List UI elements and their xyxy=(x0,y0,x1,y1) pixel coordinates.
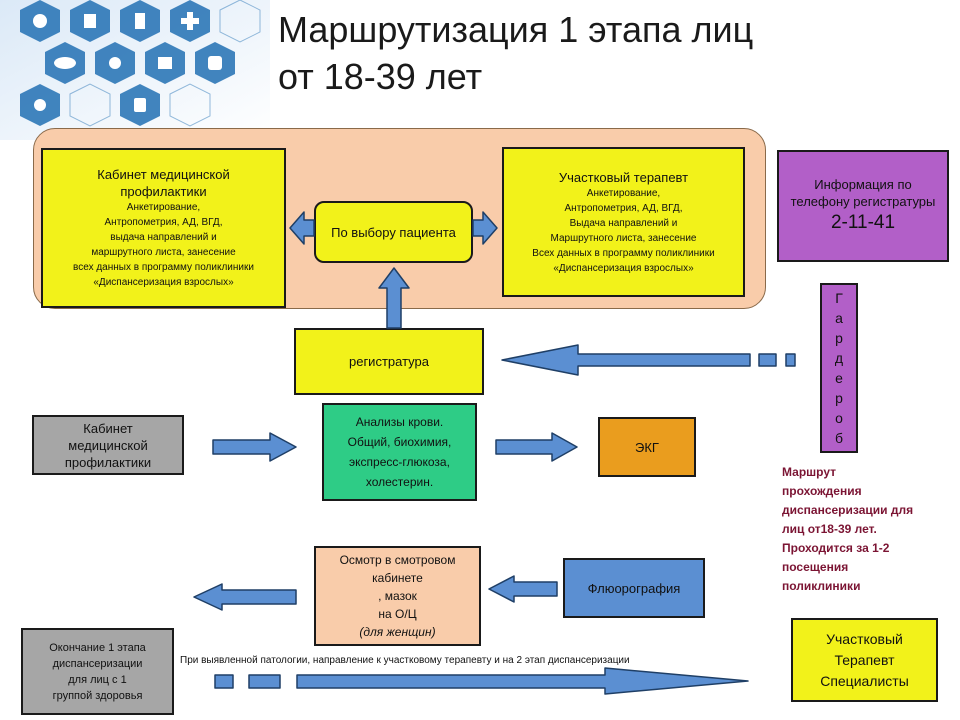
title-line-2: от 18-39 лет xyxy=(278,56,483,97)
stage-end-box: Окончание 1 этапа диспансеризации для ли… xyxy=(21,628,174,715)
examination-room-box: Осмотр в смотровом кабинете , мазок на О… xyxy=(314,546,481,646)
arrow-choice-to-cabinet xyxy=(289,211,315,245)
cabinet-top-title: Кабинет медицинской профилактики xyxy=(97,167,230,199)
arrow-registry-to-choice xyxy=(378,267,410,329)
arrow-dash-4 xyxy=(248,674,281,689)
registry-phone-info-box: Информация по телефону регистратуры 2-11… xyxy=(777,150,949,262)
medical-header-image xyxy=(0,0,270,140)
arrow-choice-to-therapist xyxy=(472,211,498,245)
fluorography-box: Флюорография xyxy=(563,558,705,618)
therapist-top-body: Анкетирование, Антропометрия, АД, ВГД, В… xyxy=(532,187,715,274)
blood-tests-box: Анализы крови. Общий, биохимия, экспресс… xyxy=(322,403,477,501)
route-description-note: Маршрут прохождения диспансеризации для … xyxy=(782,465,914,593)
registry-phone: 2-11-41 xyxy=(830,212,896,233)
therapist-top-title: Участковый терапевт xyxy=(558,169,689,185)
page-title: Маршрутизация 1 этапа лиц от 18-39 лет xyxy=(278,6,753,100)
arrow-dash-3 xyxy=(214,674,234,689)
patient-choice-box: По выбору пациента xyxy=(314,201,473,263)
arrow-cabinet-to-blood xyxy=(212,432,297,462)
arrow-dash-2 xyxy=(785,353,796,367)
district-therapist-top-box: Участковый терапевт Анкетирование, Антро… xyxy=(502,147,745,297)
registry-box: регистратура xyxy=(294,328,484,395)
pathology-referral-text: При выявленной патологии, направление к … xyxy=(180,655,630,666)
cabinet-prevention-left-box: Кабинет медицинской профилактики xyxy=(32,415,184,475)
cabinet-top-body: Анкетирование, Антропометрия, АД, ВГД, в… xyxy=(73,202,254,288)
wardrobe-box: Г а р д е р о б xyxy=(820,283,858,453)
arrow-wardrobe-to-registry xyxy=(501,344,751,376)
arrow-fluoro-to-exam xyxy=(488,575,558,603)
ecg-box: ЭКГ xyxy=(598,417,696,477)
arrow-dash-1 xyxy=(758,353,777,367)
arrow-exam-to-end xyxy=(193,583,297,611)
therapist-specialists-box: Участковый Терапевт Специалисты xyxy=(791,618,938,702)
arrow-pathology-to-specialists xyxy=(296,667,749,695)
arrow-blood-to-ecg xyxy=(495,432,578,462)
title-line-1: Маршрутизация 1 этапа лиц xyxy=(278,9,754,50)
cabinet-prevention-top-box: Кабинет медицинской профилактики Анкетир… xyxy=(41,148,286,308)
